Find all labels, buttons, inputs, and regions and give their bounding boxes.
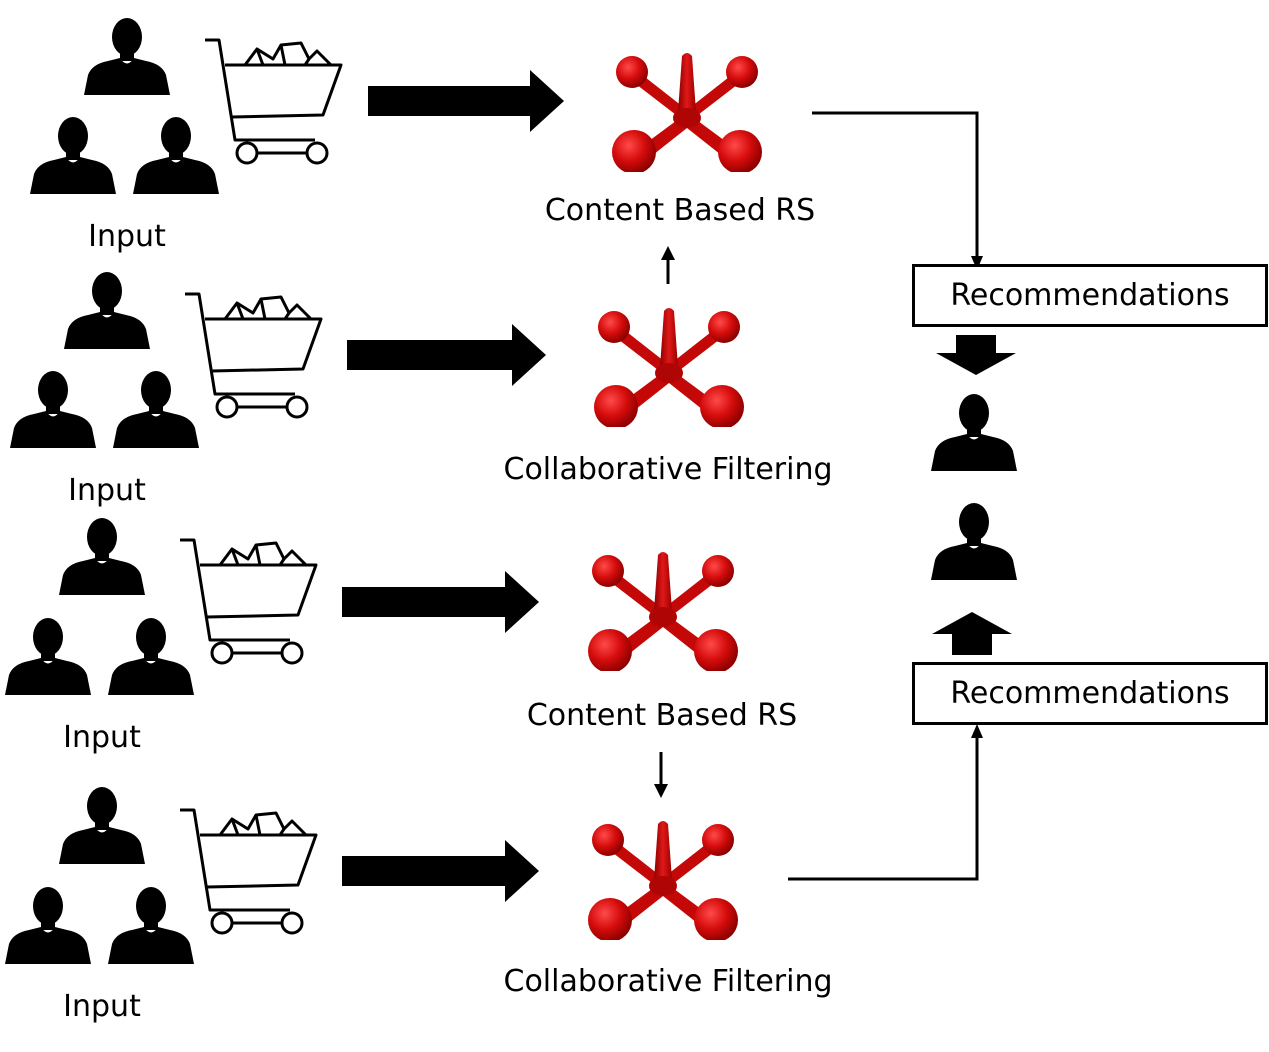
engine-icon xyxy=(594,308,744,427)
connector-bottom xyxy=(788,724,983,881)
input-group-1 xyxy=(30,18,343,194)
user-icon xyxy=(64,272,150,349)
recommendations-box-top: Recommendations xyxy=(912,264,1268,327)
engine-icon xyxy=(612,53,762,172)
user-icon xyxy=(931,394,1017,471)
user-icon xyxy=(59,518,145,595)
arrow-up-cf-to-cbrs xyxy=(661,246,675,284)
shopping-cart-icon xyxy=(185,292,323,419)
input-label-1: Input xyxy=(88,219,166,254)
user-icon xyxy=(84,18,170,95)
user-icon xyxy=(59,787,145,864)
input-label-2: Input xyxy=(68,473,146,508)
user-icon xyxy=(108,618,194,695)
arrow-input-2-to-engine-2 xyxy=(347,324,546,386)
engine-label-4: Collaborative Filtering xyxy=(503,964,833,999)
shopping-cart-icon xyxy=(180,808,318,935)
user-icon xyxy=(133,117,219,194)
shopping-cart-icon xyxy=(205,38,343,165)
user-icon xyxy=(108,887,194,964)
user-icon xyxy=(113,371,199,448)
input-group-4 xyxy=(5,787,318,964)
recommendations-box-bottom: Recommendations xyxy=(912,662,1268,725)
arrow-down-cbrs-to-cf xyxy=(654,752,668,798)
connector-top xyxy=(812,111,983,270)
engine-icon xyxy=(588,821,738,940)
engine-icon xyxy=(588,552,738,671)
arrow-down-to-users xyxy=(936,335,1016,375)
arrow-input-3-to-engine-3 xyxy=(342,571,539,633)
input-label-3: Input xyxy=(63,720,141,755)
user-icon xyxy=(931,503,1017,580)
input-group-2 xyxy=(10,272,323,448)
input-group-3 xyxy=(5,518,318,695)
shopping-cart-icon xyxy=(180,538,318,665)
arrow-input-1-to-engine-1 xyxy=(368,70,564,132)
user-icon xyxy=(5,887,91,964)
input-label-4: Input xyxy=(63,989,141,1024)
arrow-input-4-to-engine-4 xyxy=(342,840,539,902)
engine-label-2: Collaborative Filtering xyxy=(503,452,833,487)
arrow-up-to-users xyxy=(932,612,1012,655)
user-icon xyxy=(30,117,116,194)
engine-label-1: Content Based RS xyxy=(544,193,816,228)
user-icon xyxy=(10,371,96,448)
engine-label-3: Content Based RS xyxy=(526,698,798,733)
user-icon xyxy=(5,618,91,695)
